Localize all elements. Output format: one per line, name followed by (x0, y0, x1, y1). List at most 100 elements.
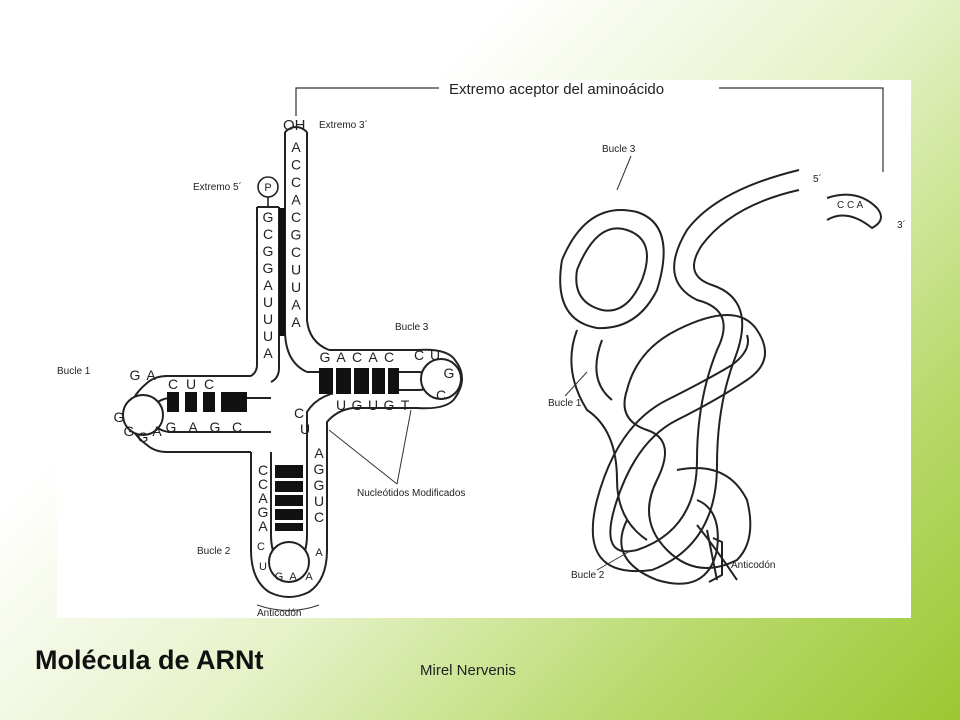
tube-loop2 (620, 499, 719, 585)
nucleotide: A (368, 349, 378, 365)
acceptor-strand-3prime (284, 132, 308, 373)
nucleotide: U (263, 294, 273, 310)
nucleotide: G (320, 349, 331, 365)
nucleotide: A (258, 490, 268, 506)
prime5-label-r: 5´ (813, 173, 822, 185)
nucleotide: C (414, 347, 424, 363)
nucleotide: A (336, 349, 346, 365)
nucleotide: G (263, 243, 274, 259)
nucleotide: A (152, 423, 162, 439)
acceptor-strand-5prime (250, 207, 258, 377)
loop2-label-r: Bucle 2 (571, 570, 605, 581)
nucleotide: G (114, 409, 125, 425)
anticodon-loop (268, 541, 310, 583)
nucleotide: A (305, 571, 313, 583)
loop2-label: Bucle 2 (197, 546, 231, 557)
nucleotide: G (166, 419, 177, 435)
slide-title: Molécula de ARNt (35, 645, 264, 675)
nucleotide: G (130, 367, 141, 383)
nucleotide: G (314, 477, 325, 493)
pointer-loop1-r (564, 371, 588, 397)
cca-label-r: C C A (837, 200, 863, 211)
nucleotide: U (291, 279, 301, 295)
tube-arc-top (575, 227, 648, 312)
l-shape-labels: Bucle 3 Bucle 1 Bucle 2 Anticodón 5´ 3´ … (548, 144, 906, 581)
nucleotide: C (291, 209, 301, 225)
nucleotide: C (291, 244, 301, 260)
nucleotide: C (263, 226, 273, 242)
end5-label: Extremo 5´ (193, 181, 242, 193)
end3-label: Extremo 3´ (319, 119, 368, 131)
phosphate-label: P (264, 182, 271, 194)
nucleotide: T (401, 397, 410, 413)
prime3-label-r: 3´ (897, 219, 906, 231)
anticodon-label: Anticodón (257, 608, 301, 618)
nucleotide: U (259, 561, 267, 573)
nucleotide: G (314, 461, 325, 477)
nucleotide: A (263, 345, 273, 361)
author-credit: Mirel Nervenis (420, 662, 516, 679)
nucleotide: C (294, 405, 304, 421)
nucleotide: G (210, 419, 221, 435)
nucleotide: A (291, 314, 301, 330)
nucleotide: A (146, 367, 156, 383)
nucleotide: U (300, 421, 310, 437)
nucleotide: C (168, 376, 178, 392)
oh-label: OH (283, 117, 306, 134)
nucleotide: G (138, 429, 149, 445)
nucleotide: C (232, 419, 242, 435)
t-loop (420, 358, 462, 400)
nucleotide: U (291, 262, 301, 278)
nucleotide: C (257, 541, 265, 553)
nucleotide: U (263, 311, 273, 327)
nucleotide: A (289, 571, 297, 583)
nucleotide: A (314, 445, 324, 461)
anticodon-label-r: Anticodón (731, 560, 775, 571)
nucleotide: C (314, 509, 324, 525)
nucleotide: C (436, 387, 446, 403)
nucleotide: C (291, 157, 301, 173)
nucleotide: G (258, 504, 269, 520)
t-arm-outline (326, 348, 463, 452)
tube-outer (609, 169, 800, 569)
nucleotide: G (352, 397, 363, 413)
nucleotide: A (263, 277, 273, 293)
pointer-loop3-r (616, 155, 632, 191)
pointer-loop2-r (596, 549, 633, 571)
nucleotide: A (291, 192, 301, 208)
nucleotide: A (291, 139, 301, 155)
nucleotide: C (384, 349, 394, 365)
modified-pointers (328, 409, 412, 485)
nucleotide: G (124, 423, 135, 439)
nucleotide: G (384, 397, 395, 413)
nucleotide: C (258, 476, 268, 492)
nucleotide: C (352, 349, 362, 365)
nucleotide: U (186, 376, 196, 392)
t-junction-sequence: CU (294, 405, 310, 437)
nucleotide: A (315, 547, 323, 559)
nucleotide: U (368, 397, 378, 413)
loop1-label: Bucle 1 (57, 366, 91, 377)
header-bracket (295, 87, 884, 172)
d-arm-pairs (167, 392, 247, 412)
nucleotide: C (291, 174, 301, 190)
loop3-label-r: Bucle 3 (602, 144, 636, 155)
l-shape-structure (559, 169, 882, 585)
nucleotide: G (275, 571, 284, 583)
loop1-label-r: Bucle 1 (548, 398, 582, 409)
nucleotide: C (258, 462, 268, 478)
nucleotide: U (314, 493, 324, 509)
modified-label: Nucleótidos Modificados (357, 488, 465, 499)
nucleotide: C (204, 376, 214, 392)
d-loop (122, 394, 164, 436)
